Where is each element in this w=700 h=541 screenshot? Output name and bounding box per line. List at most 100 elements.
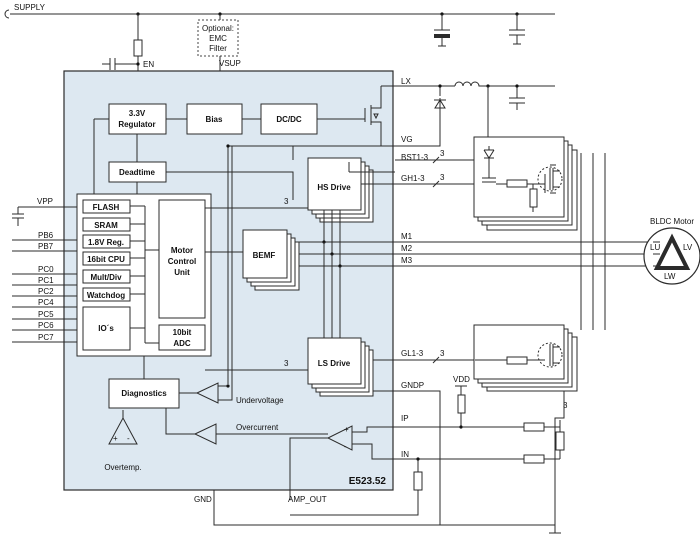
svg-text:3: 3 [440,173,445,182]
current-sense: VDD [290,375,565,516]
dcdc-transistor [364,85,395,146]
hs-drive-block: HS Drive [307,157,374,223]
svg-text:3.3V: 3.3V [129,109,146,118]
deadtime-block: Deadtime [108,161,167,183]
overtemp-comparator: + - Overtemp. [104,410,142,472]
amp-comparator: + - [235,425,462,500]
svg-text:BLDC Motor: BLDC Motor [650,217,694,226]
bridge-lines [299,162,395,338]
supply-capacitors [434,14,525,47]
svg-text:3: 3 [440,149,445,158]
svg-text:+: + [113,434,118,443]
svg-text:PC6: PC6 [38,321,54,330]
svg-text:IP: IP [401,414,409,423]
overcurrent-comparator: Overcurrent [193,423,279,445]
svg-text:BEMF: BEMF [253,251,276,260]
svg-text:VG: VG [401,135,413,144]
svg-text:PC2: PC2 [38,287,54,296]
dcdc-output [434,81,555,140]
svg-text:PC5: PC5 [38,310,54,319]
svg-text:M1: M1 [401,232,413,241]
diagnostics-block: Diagnostics [108,378,180,409]
svg-text:M3: M3 [401,256,413,265]
svg-text:Diagnostics: Diagnostics [121,389,167,398]
undervoltage-comparator: Undervoltage [195,146,284,405]
low-side-stack: 3 [473,324,578,418]
svg-text:Optional:: Optional: [202,24,234,33]
svg-text:BST1-3: BST1-3 [401,153,429,162]
mcu-block: Motor Control Unit [158,199,206,319]
adc-block: 10bit ADC [158,324,206,351]
high-side-stack [473,136,578,231]
chip-name: E523.52 [349,476,387,487]
svg-text:VDD: VDD [453,375,470,384]
svg-text:Motor: Motor [171,246,193,255]
left-pins: VPP PB6 PB7 PC0 PC1 PC2 PC4 PC5 PC6 PC7 [12,197,77,343]
supply-label: SUPPLY [14,3,46,12]
svg-text:16bit CPU: 16bit CPU [87,255,125,264]
svg-text:3: 3 [563,401,568,410]
svg-text:PC1: PC1 [38,276,54,285]
svg-text:LU: LU [650,243,660,252]
svg-text:GNDP: GNDP [401,381,424,390]
svg-text:Regulator: Regulator [118,120,155,129]
svg-text:FLASH: FLASH [93,203,120,212]
right-pins: LX VG BST1-3 3 GH1-3 3 M1 M2 M3 GL1-3 3 … [373,77,653,525]
internal-wiring: 3 3 [136,134,405,435]
svg-text:Undervoltage: Undervoltage [236,396,284,405]
svg-text:SRAM: SRAM [94,221,118,230]
phase-wiring [554,153,606,525]
ls-drive-block: LS Drive [307,337,374,397]
svg-text:DC/DC: DC/DC [276,115,302,124]
svg-text:GH1-3: GH1-3 [401,174,425,183]
svg-text:10bit: 10bit [173,328,192,337]
enable-branch: EN [102,14,154,71]
supply-rail: SUPPLY [4,3,555,19]
svg-text:LX: LX [401,77,411,86]
svg-text:-: - [344,442,347,451]
svg-text:Overcurrent: Overcurrent [236,423,279,432]
dcdc-block: DC/DC [260,103,318,135]
svg-text:Mult/Div: Mult/Div [90,273,122,282]
svg-text:VPP: VPP [37,197,53,206]
svg-text:LW: LW [664,272,676,281]
svg-text:IN: IN [401,450,409,459]
svg-text:3: 3 [284,359,289,368]
svg-text:PB7: PB7 [38,242,54,251]
svg-text:LS Drive: LS Drive [318,359,351,368]
svg-text:PC4: PC4 [38,298,54,307]
svg-text:GL1-3: GL1-3 [401,349,424,358]
bemf-block: BEMF [242,229,300,291]
svg-text:Unit: Unit [174,268,190,277]
regulator-block: 3.3V Regulator [108,103,167,135]
pin-en: EN [143,60,154,69]
bias-block: Bias [186,103,243,135]
svg-text:IO´s: IO´s [98,324,114,333]
svg-text:AMP_OUT: AMP_OUT [288,495,327,504]
svg-text:PC0: PC0 [38,265,54,274]
svg-text:+: + [344,425,349,434]
svg-text:M2: M2 [401,244,413,253]
bottom-pins: GND AMP_OUT [194,490,561,534]
svg-text:PC7: PC7 [38,333,54,342]
svg-text:Filter: Filter [209,44,227,53]
svg-text:1.8V Reg.: 1.8V Reg. [88,238,124,247]
svg-text:3: 3 [284,197,289,206]
svg-text:3: 3 [440,349,445,358]
en-resistor [133,39,143,57]
svg-text:ADC: ADC [173,339,191,348]
svg-text:PB6: PB6 [38,231,54,240]
svg-text:-: - [127,434,130,443]
bldc-motor: BLDC Motor LU LV LW [643,217,700,285]
svg-text:GND: GND [194,495,212,504]
svg-text:EMC: EMC [209,34,227,43]
mcu-subblocks: FLASH SRAM 1.8V Reg. 16bit CPU Mult/Div … [82,199,131,351]
svg-text:Bias: Bias [206,115,223,124]
svg-text:Deadtime: Deadtime [119,168,156,177]
svg-text:Control: Control [168,257,196,266]
svg-text:HS Drive: HS Drive [317,183,351,192]
svg-text:LV: LV [683,243,693,252]
svg-text:Overtemp.: Overtemp. [104,463,141,472]
svg-text:Watchdog: Watchdog [87,291,125,300]
